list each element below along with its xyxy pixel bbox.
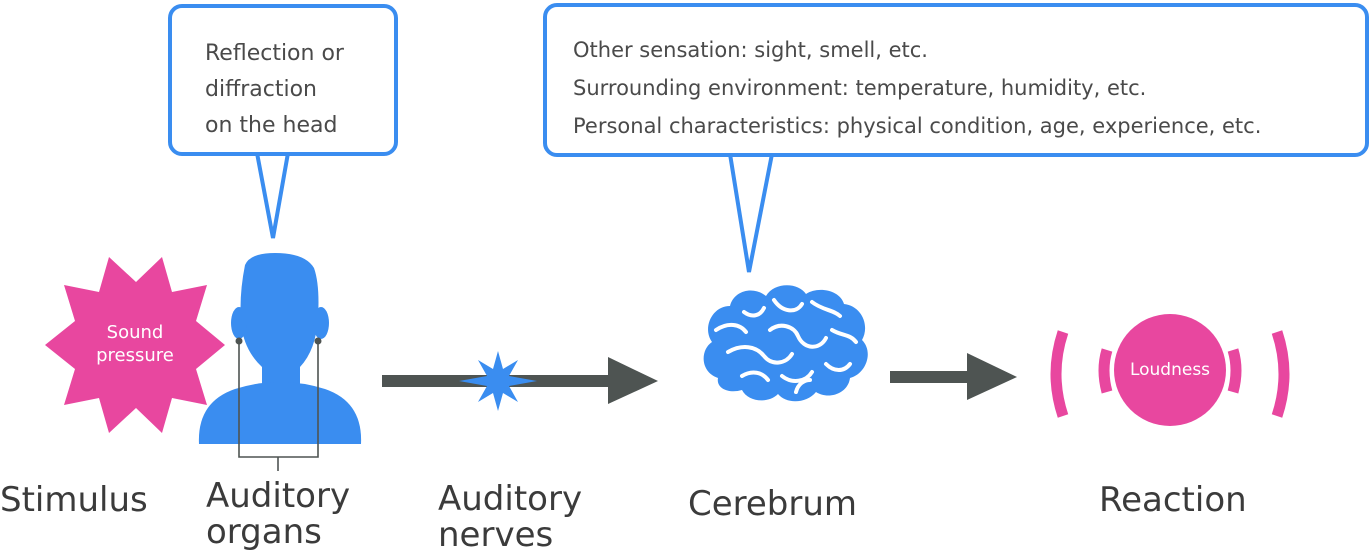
- auditory-nerves-line-2: nerves: [438, 515, 554, 555]
- auditory-organs-line-1: Auditory: [206, 476, 351, 516]
- right-ear-dot: [314, 337, 322, 345]
- brain-bubble-tail: [727, 152, 775, 273]
- person-head-icon: [198, 253, 362, 444]
- sound-pressure-line-2: pressure: [96, 345, 174, 366]
- head-reflection-bubble: Reflection or diffraction on the head: [168, 4, 398, 156]
- nerve-impulse-icon: [459, 351, 537, 411]
- auditory-nerves-label: Auditory nerves: [438, 481, 582, 553]
- head-bubble-line-1: Reflection or: [205, 41, 344, 66]
- sound-pressure-label: Sound pressure: [60, 321, 210, 367]
- sound-pressure-line-1: Sound: [106, 322, 164, 343]
- stimulus-label: Stimulus: [0, 480, 148, 520]
- sound-pressure-burst: [45, 257, 225, 433]
- head-bubble-line-3: on the head: [205, 113, 338, 138]
- brain-icon: [703, 285, 868, 402]
- brain-bubble-line-3: Personal characteristics: physical condi…: [573, 114, 1262, 138]
- head-bubble-line-2: diffraction: [205, 77, 317, 102]
- brain-bubble-line-1: Other sensation: sight, smell, etc.: [573, 38, 928, 62]
- auditory-nerves-line-1: Auditory: [438, 479, 583, 519]
- loudness-label: Loudness: [1129, 360, 1211, 380]
- brain-bubble-line-2: Surrounding environment: temperature, hu…: [573, 76, 1147, 100]
- loudness-circle: [1114, 314, 1226, 426]
- left-ear-dot: [235, 337, 243, 345]
- arrow-to-reaction: [890, 353, 1017, 400]
- auditory-organs-line-2: organs: [206, 512, 322, 552]
- cerebrum-factors-bubble: Other sensation: sight, smell, etc. Surr…: [543, 3, 1369, 157]
- cerebrum-label: Cerebrum: [688, 484, 858, 524]
- auditory-organs-bracket: [238, 341, 319, 471]
- reaction-label: Reaction: [1099, 480, 1247, 520]
- auditory-organs-label: Auditory organs: [206, 478, 350, 550]
- head-bubble-tail: [254, 151, 291, 239]
- sound-wave-icon: [1050, 330, 1290, 418]
